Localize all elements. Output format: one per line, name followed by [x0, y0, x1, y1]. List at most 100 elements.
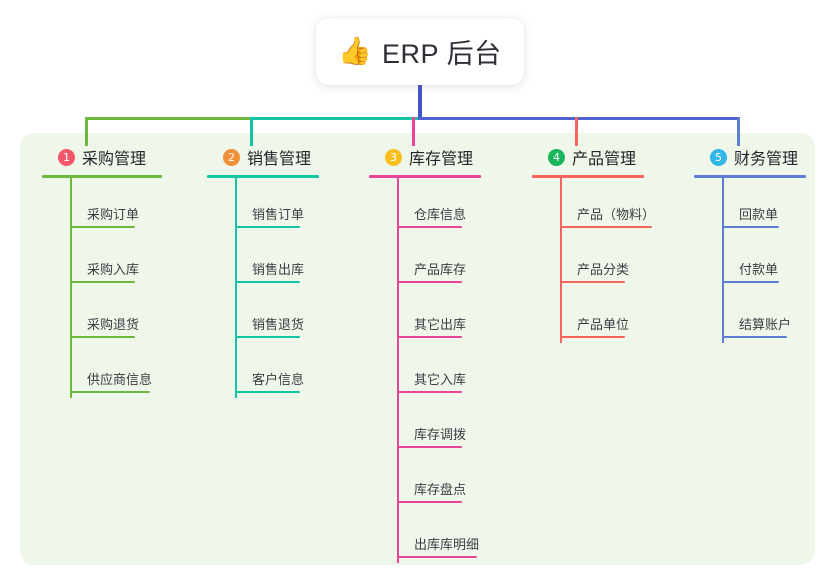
list-item-underline — [397, 446, 462, 448]
bus-segment-green — [85, 117, 250, 120]
list-item-label: 销售订单 — [252, 207, 305, 222]
list-item-underline — [397, 501, 462, 503]
column-number-badge: 5 — [710, 148, 727, 166]
list-item-label: 产品单位 — [577, 317, 630, 332]
list-item[interactable]: 采购入库 — [40, 233, 200, 288]
list-item-underline — [397, 281, 462, 283]
bus-segment-blue — [418, 117, 740, 120]
column-header-3[interactable]: 3 库存管理 — [367, 146, 527, 168]
column-number-badge: 1 — [58, 148, 75, 166]
branch-drop-2 — [250, 117, 253, 146]
list-item[interactable]: 销售订单 — [205, 178, 365, 233]
list-item-underline — [235, 391, 300, 393]
column-4: 4 产品管理产品（物料） 产品分类产品单位 — [530, 146, 700, 343]
root-node-label: ERP 后台 — [382, 39, 502, 69]
list-item[interactable]: 产品库存 — [367, 233, 527, 288]
list-item-underline — [722, 336, 787, 338]
list-item-label: 库存盘点 — [414, 482, 467, 497]
list-item[interactable]: 库存调拨 — [367, 398, 527, 453]
list-item-underline — [70, 391, 150, 393]
list-item[interactable]: 产品单位 — [530, 288, 700, 343]
list-item[interactable]: 产品分类 — [530, 233, 700, 288]
list-item-underline — [560, 336, 625, 338]
list-item-label: 客户信息 — [252, 372, 305, 387]
list-item-label: 其它入库 — [414, 372, 467, 387]
column-spine — [397, 178, 399, 563]
list-item[interactable]: 库存盘点 — [367, 453, 527, 508]
root-stem — [418, 85, 422, 120]
column-header-underline — [42, 175, 162, 178]
column-items: 产品（物料） 产品分类产品单位 — [530, 178, 700, 343]
list-item-label: 产品分类 — [577, 262, 630, 277]
column-2: 2 销售管理销售订单销售出库销售退货客户信息 — [205, 146, 365, 398]
column-title: 库存管理 — [409, 151, 474, 168]
list-item-underline — [560, 226, 652, 228]
branch-drop-3 — [412, 117, 415, 146]
column-title: 销售管理 — [247, 151, 312, 168]
list-item[interactable]: 其它入库 — [367, 343, 527, 398]
column-spine — [70, 178, 72, 398]
list-item[interactable]: 销售退货 — [205, 288, 365, 343]
column-spine — [235, 178, 237, 398]
list-item-underline — [722, 281, 779, 283]
list-item[interactable]: 产品（物料） — [530, 178, 700, 233]
list-item[interactable]: 仓库信息 — [367, 178, 527, 233]
list-item-underline — [235, 281, 300, 283]
column-header-2[interactable]: 2 销售管理 — [205, 146, 365, 168]
list-item-underline — [397, 556, 477, 558]
list-item[interactable]: 采购退货 — [40, 288, 200, 343]
list-item[interactable]: 结算账户 — [692, 288, 839, 343]
column-number-badge: 2 — [223, 148, 240, 166]
list-item[interactable]: 付款单 — [692, 233, 839, 288]
list-item[interactable]: 采购订单 — [40, 178, 200, 233]
list-item[interactable]: 出库库明细 — [367, 508, 527, 563]
list-item-label: 其它出库 — [414, 317, 467, 332]
column-spine — [722, 178, 724, 343]
root-node[interactable]: 👍 ERP 后台 — [316, 18, 524, 85]
list-item-label: 产品库存 — [414, 262, 467, 277]
column-items: 仓库信息产品库存其它出库其它入库库存调拨库存盘点出库库明细 — [367, 178, 527, 563]
list-item-underline — [397, 391, 462, 393]
branch-drop-5 — [737, 117, 740, 146]
column-header-underline — [207, 175, 319, 178]
list-item-underline — [70, 226, 135, 228]
column-items: 采购订单采购入库采购退货供应商信息 — [40, 178, 200, 398]
list-item-underline — [560, 281, 625, 283]
list-item-underline — [397, 336, 462, 338]
branch-drop-4 — [575, 117, 578, 146]
column-header-underline — [369, 175, 481, 178]
list-item[interactable]: 其它出库 — [367, 288, 527, 343]
list-item-underline — [397, 226, 462, 228]
column-3: 3 库存管理仓库信息产品库存其它出库其它入库库存调拨库存盘点出库库明细 — [367, 146, 527, 563]
column-header-4[interactable]: 4 产品管理 — [530, 146, 700, 168]
list-item-label: 库存调拨 — [414, 427, 467, 442]
list-item[interactable]: 销售出库 — [205, 233, 365, 288]
column-number-badge: 4 — [548, 148, 565, 166]
list-item-label: 销售出库 — [252, 262, 305, 277]
column-number-badge: 3 — [385, 148, 402, 166]
list-item[interactable]: 客户信息 — [205, 343, 365, 398]
bus-segment-teal — [250, 117, 418, 120]
list-item-label: 采购入库 — [87, 262, 140, 277]
column-header-underline — [694, 175, 806, 178]
column-title: 产品管理 — [572, 151, 637, 168]
list-item[interactable]: 供应商信息 — [40, 343, 200, 398]
list-item[interactable]: 回款单 — [692, 178, 839, 233]
list-item-label: 产品（物料） — [577, 207, 656, 222]
content-panel — [20, 133, 815, 565]
list-item-underline — [722, 226, 779, 228]
list-item-underline — [235, 336, 300, 338]
column-items: 回款单付款单结算账户 — [692, 178, 839, 343]
list-item-label: 出库库明细 — [414, 537, 480, 552]
list-item-label: 回款单 — [739, 207, 779, 222]
list-item-underline — [235, 226, 300, 228]
column-spine — [560, 178, 562, 343]
list-item-label: 销售退货 — [252, 317, 305, 332]
thumbs-up-icon: 👍 — [338, 36, 373, 66]
list-item-label: 结算账户 — [739, 317, 792, 332]
